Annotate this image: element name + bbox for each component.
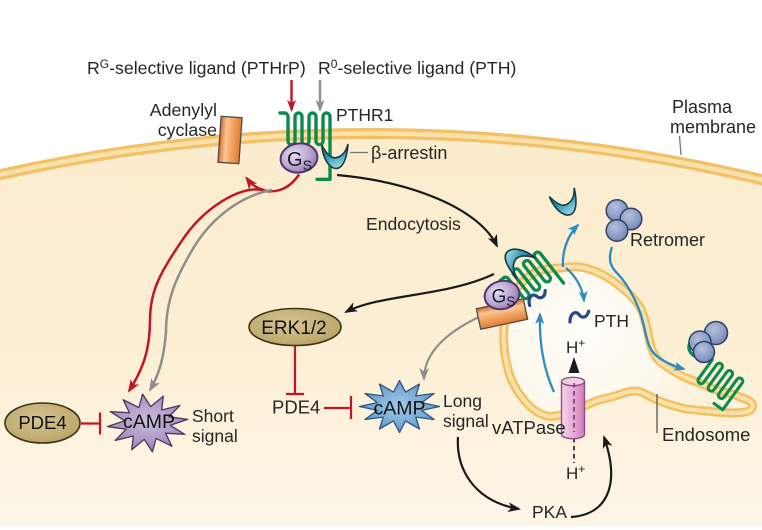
svg-text:vATPase: vATPase [492,417,566,438]
svg-text:Plasma: Plasma [672,97,733,117]
svg-text:signal: signal [443,411,489,431]
svg-text:GS: GS [287,149,312,173]
svg-text:PTH: PTH [594,311,629,331]
svg-text:Endosome: Endosome [662,424,750,445]
svg-text:PDE4: PDE4 [18,412,66,433]
svg-text:Short: Short [192,406,234,426]
svg-text:PDE4: PDE4 [272,397,320,418]
svg-text:R0-selective ligand (PTH): R0-selective ligand (PTH) [318,57,516,78]
svg-text:PKA: PKA [532,502,567,522]
svg-text:Adenylyl: Adenylyl [150,100,217,120]
svg-text:β-arrestin: β-arrestin [371,143,447,163]
svg-text:membrane: membrane [670,117,756,137]
svg-text:RG-selective ligand (PTHrP): RG-selective ligand (PTHrP) [87,57,306,78]
svg-text:signal: signal [192,426,238,446]
svg-text:ERK1/2: ERK1/2 [261,318,326,339]
svg-text:cAMP: cAMP [123,411,175,433]
svg-text:cyclase: cyclase [158,120,217,140]
svg-text:cAMP: cAMP [373,398,425,420]
svg-text:Long: Long [443,391,482,411]
svg-text:Retromer: Retromer [630,230,705,250]
svg-text:PTHR1: PTHR1 [336,105,393,125]
svg-text:Endocytosis: Endocytosis [366,214,461,234]
